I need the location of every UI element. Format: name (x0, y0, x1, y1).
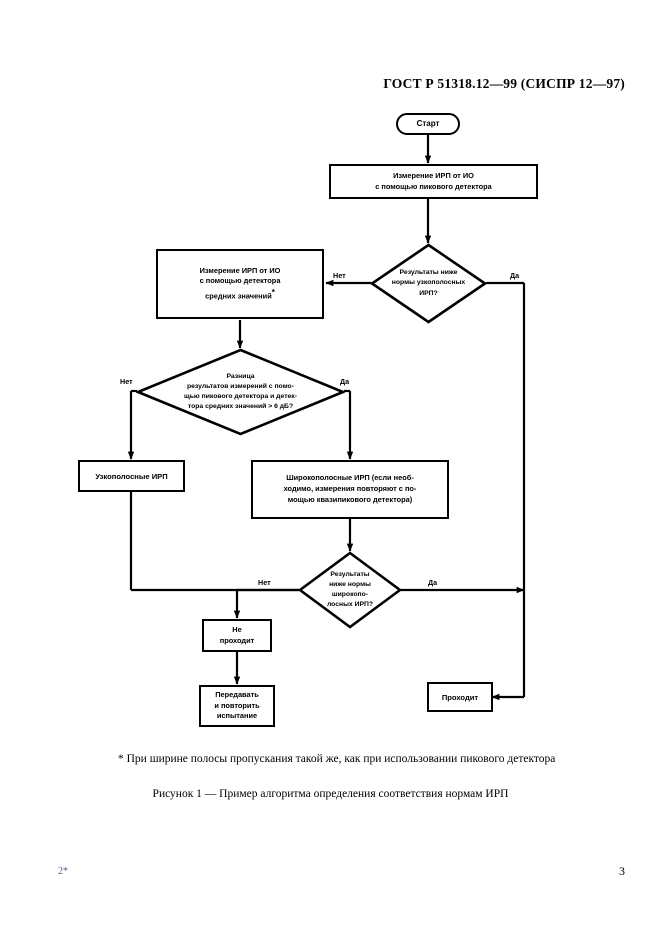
decision-narrowband-line3: ИРП? (419, 289, 438, 297)
node-broadband-line3: мощью квазипикового детектора) (287, 494, 413, 504)
footnote-marker: * (271, 288, 275, 298)
footer-signature-mark: 2* (58, 866, 68, 877)
figure-caption: Рисунок 1 — Пример алгоритма определения… (152, 788, 509, 800)
node-measure-average-detector: Измерение ИРП от ИО с помощью детектора … (156, 249, 324, 319)
decision-difference-line3: щью пикового детектора и детек- (184, 393, 297, 400)
node-broadband-line1: Широкополосные ИРП (если необ- (286, 473, 414, 483)
diamond-shape (370, 243, 487, 324)
decision-difference-line1: Разница (226, 372, 255, 380)
node-measure-average-line3: средних значений* (205, 287, 275, 302)
node-retest-line1: Передавать (215, 689, 259, 699)
decision-peak-average-difference: Разница результатов измерений с помо- щь… (136, 348, 345, 436)
node-measure-average-line1: Измерение ИРП от ИО (199, 265, 281, 275)
footnote-text: * При ширине полосы пропускания такой же… (118, 753, 556, 765)
node-fail-result: Не проходит (202, 619, 272, 652)
decision-difference-line4: тора средних значений > 6 дБ? (187, 403, 294, 411)
decision-narrowband-limits: Результаты ниже нормы узкополосных ИРП? (370, 243, 487, 324)
decision-narrowband-line1: Результаты ниже (399, 269, 458, 277)
node-start: Старт (396, 113, 460, 135)
edge-label-narrowband-no: Нет (333, 271, 346, 280)
node-narrowband-result: Узкополосные ИРП (78, 460, 185, 492)
decision-broadband-line3: лосных ИРП? (326, 601, 374, 609)
node-measure-average-line2: с помощью детектора (199, 276, 281, 286)
node-start-label: Старт (416, 118, 440, 128)
node-narrowband-label: Узкополосные ИРП (95, 471, 168, 481)
decision-broadband-limits: Результаты ниже нормы широкопо- лосных И… (298, 551, 402, 629)
diamond-shape (298, 551, 402, 629)
node-retest-line3: испытание (216, 711, 258, 721)
node-retest-action: Передавать и повторить испытание (199, 685, 275, 727)
node-measure-peak-line1: Измерение ИРП от ИО (393, 170, 474, 180)
edge-label-broadband-no: Нет (258, 578, 271, 587)
decision-broadband-line1: Результаты (330, 570, 370, 578)
edge-label-narrowband-yes: Да (510, 271, 520, 280)
node-broadband-result: Широкополосные ИРП (если необ- ходимо, и… (251, 460, 449, 519)
decision-narrowband-text: Результаты ниже нормы узкополосных ИРП? (375, 268, 481, 299)
flowchart: Старт Измерение ИРП от ИО с помощью пико… (78, 113, 538, 727)
node-pass-label: Проходит (441, 692, 479, 702)
decision-broadband-text: Результаты ниже нормы широкопо- лосных И… (298, 570, 402, 611)
node-retest-line2: и повторить (214, 700, 260, 710)
edge-label-broadband-yes: Да (428, 578, 438, 587)
node-pass-result: Проходит (427, 682, 493, 712)
flowchart-connectors (127, 134, 526, 701)
node-fail-line2: проходит (219, 635, 255, 645)
decision-narrowband-line2: нормы узкополосных (391, 279, 466, 287)
node-measure-peak-detector: Измерение ИРП от ИО с помощью пикового д… (329, 164, 538, 199)
node-broadband-line2: ходимо, измерения повторяют с по- (283, 484, 417, 494)
edge-label-difference-yes: Да (340, 377, 350, 386)
node-measure-average-line3-text: средних значений (205, 291, 272, 301)
diamond-shape (136, 348, 345, 436)
node-measure-peak-line2: с помощью пикового детектора (375, 181, 492, 191)
decision-broadband-line2: ниже нормы широкопо- (329, 580, 371, 598)
decision-difference-line2: результатов измерений с помо- (187, 382, 294, 390)
node-fail-line1: Не (232, 624, 242, 634)
document-header: ГОСТ Р 51318.12—99 (СИСПР 12—97) (383, 76, 625, 91)
page-number: 3 (619, 864, 625, 878)
edge-label-difference-no: Нет (120, 377, 133, 386)
decision-difference-text: Разница результатов измерений с помо- щь… (155, 372, 326, 413)
